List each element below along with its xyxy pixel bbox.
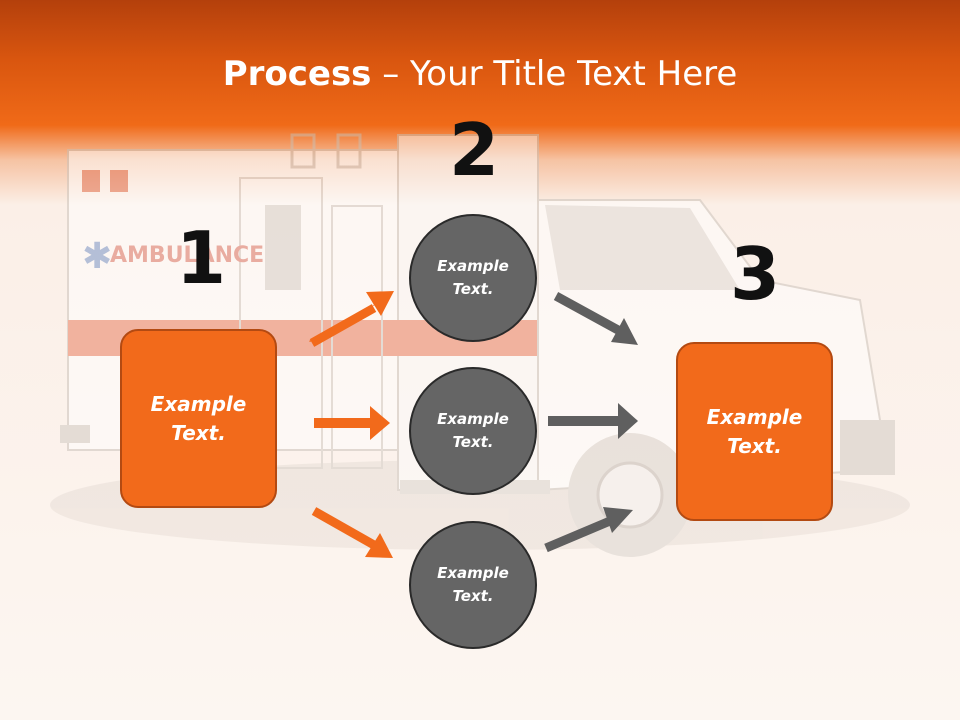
process-circle-middle: Example Text.	[409, 367, 537, 495]
step-number-1: 1	[176, 216, 227, 300]
step-number-3: 3	[730, 232, 781, 316]
right-process-box: Example Text.	[676, 342, 833, 521]
circle-bottom-line2: Text.	[452, 587, 494, 605]
title-rest: – Your Title Text Here	[371, 54, 738, 94]
circle-middle-line2: Text.	[452, 433, 494, 451]
left-process-box: Example Text.	[120, 329, 277, 508]
circle-top-line1: Example	[437, 257, 509, 275]
step-number-2: 2	[449, 108, 500, 192]
left-box-line2: Text.	[171, 420, 226, 445]
circle-middle-line1: Example	[437, 410, 509, 428]
right-box-line2: Text.	[727, 433, 782, 458]
svg-text:AMBULANCE: AMBULANCE	[110, 243, 264, 268]
process-circle-top: Example Text.	[409, 214, 537, 342]
left-box-line1: Example	[150, 391, 247, 416]
circle-bottom-line1: Example	[437, 564, 509, 582]
svg-text:✱: ✱	[82, 236, 112, 277]
right-box-line1: Example	[706, 404, 803, 429]
process-circle-bottom: Example Text.	[409, 521, 537, 649]
circle-top-line2: Text.	[452, 280, 494, 298]
slide-title: Process – Your Title Text Here	[0, 54, 960, 94]
title-bold: Process	[222, 54, 372, 94]
